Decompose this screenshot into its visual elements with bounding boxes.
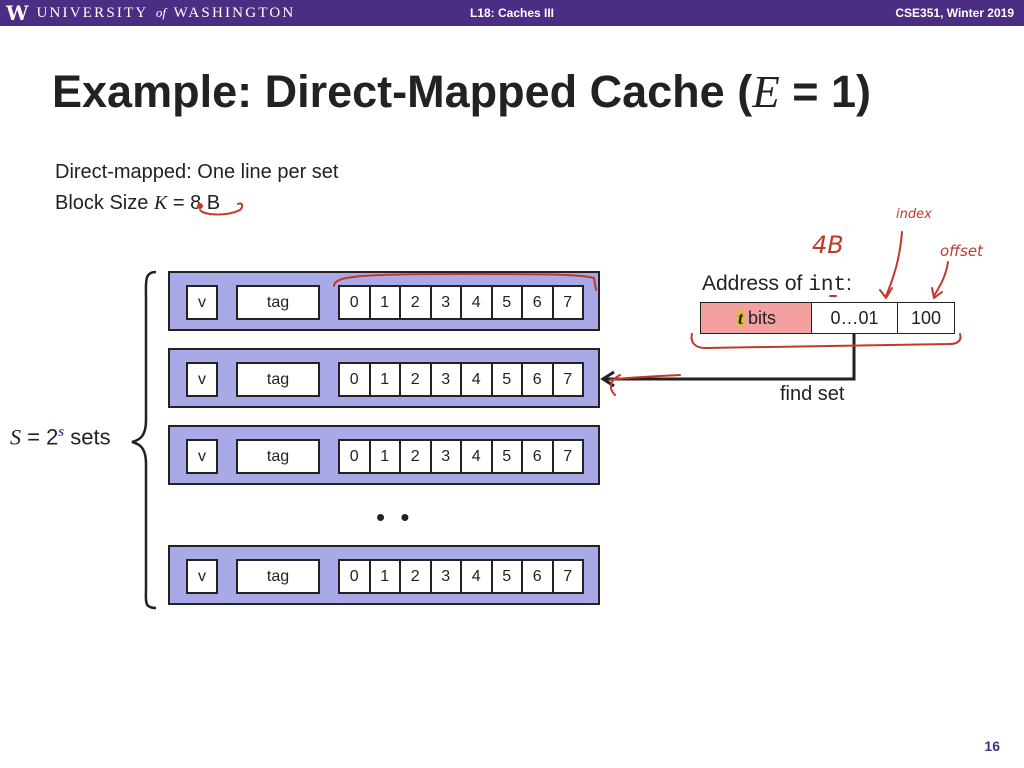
underline-8b bbox=[199, 202, 244, 216]
lecture-title: L18: Caches III bbox=[469, 6, 555, 20]
byte-cell: 7 bbox=[551, 285, 584, 320]
offset-field: 100 bbox=[897, 302, 955, 334]
offset-arrow bbox=[931, 261, 949, 299]
red-arrow bbox=[609, 374, 681, 396]
byte-cell: 2 bbox=[399, 285, 432, 320]
handwritten-ink bbox=[197, 202, 962, 396]
university-name: UNIVERSITY of WASHINGTON bbox=[36, 4, 296, 21]
uw-w-icon: W bbox=[6, 1, 29, 25]
find-set-label: find set bbox=[780, 383, 845, 405]
byte-cell: 7 bbox=[551, 362, 584, 397]
byte-cell: 7 bbox=[551, 439, 584, 474]
block-bytes: 0 1 2 3 4 5 6 7 bbox=[338, 285, 584, 320]
byte-cell: 6 bbox=[521, 285, 554, 320]
handwritten-index: index bbox=[896, 207, 932, 222]
sets-brace bbox=[131, 270, 157, 610]
tag-cell: tag bbox=[236, 362, 320, 397]
block-bytes: 0 1 2 3 4 5 6 7 bbox=[338, 439, 584, 474]
block-bytes: 0 1 2 3 4 5 6 7 bbox=[338, 559, 584, 594]
valid-bit-cell: v bbox=[186, 362, 218, 397]
tag-cell: tag bbox=[236, 439, 320, 474]
slide-title: Example: Direct-Mapped Cache (E = 1) bbox=[52, 66, 871, 117]
valid-bit-cell: v bbox=[186, 439, 218, 474]
cache-set-row: v tag 0 1 2 3 4 5 6 7 bbox=[168, 425, 600, 485]
handwritten-4b: 4B bbox=[812, 231, 844, 259]
course-name: CSE351, Winter 2019 bbox=[895, 6, 1014, 20]
block-bytes: 0 1 2 3 4 5 6 7 bbox=[338, 362, 584, 397]
find-set-connector bbox=[604, 334, 856, 381]
set-index-field: 0…01 bbox=[810, 302, 899, 334]
byte-cell: 6 bbox=[521, 559, 554, 594]
page-number: 16 bbox=[984, 738, 1000, 754]
byte-cell: 7 bbox=[551, 559, 584, 594]
cache-set-row: v tag 0 1 2 3 4 5 6 7 bbox=[168, 348, 600, 408]
uw-logo: W UNIVERSITY of WASHINGTON bbox=[6, 3, 295, 23]
desc-line-2: Block Size K = 8 B bbox=[55, 192, 221, 214]
byte-cell: 5 bbox=[490, 362, 523, 397]
valid-bit-cell: v bbox=[186, 285, 218, 320]
tag-cell: tag bbox=[236, 559, 320, 594]
byte-cell: 1 bbox=[368, 559, 401, 594]
byte-cell: 6 bbox=[521, 439, 554, 474]
header-bar: W UNIVERSITY of WASHINGTON L18: Caches I… bbox=[0, 0, 1024, 26]
index-arrow bbox=[879, 231, 903, 299]
handwritten-offset: offset bbox=[940, 242, 984, 260]
cache-set-row: v tag 0 1 2 3 4 5 6 7 bbox=[168, 545, 600, 605]
address-label: Address of int: bbox=[702, 272, 852, 297]
addr-underline bbox=[690, 333, 962, 349]
valid-bit-cell: v bbox=[186, 559, 218, 594]
tag-cell: tag bbox=[236, 285, 320, 320]
ink-dot bbox=[197, 203, 203, 209]
byte-cell: 6 bbox=[521, 362, 554, 397]
byte-cell: 1 bbox=[368, 439, 401, 474]
byte-cell: 4 bbox=[460, 362, 493, 397]
byte-cell: 5 bbox=[490, 559, 523, 594]
desc-line-1: Direct-mapped: One line per set bbox=[55, 161, 339, 183]
cache-set-row: v tag 0 1 2 3 4 5 6 7 bbox=[168, 271, 600, 331]
sets-count-label: S = 2s sets bbox=[10, 424, 111, 450]
ellipsis: • • bbox=[376, 502, 414, 532]
row-highlight-top bbox=[333, 273, 597, 291]
